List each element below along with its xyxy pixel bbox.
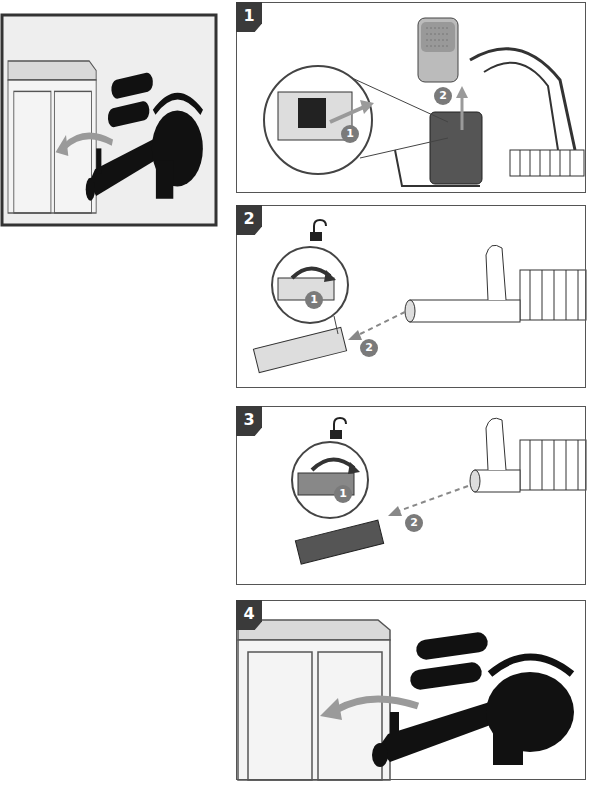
callout-circle: 2 bbox=[434, 87, 452, 105]
callout-circle: 1 bbox=[334, 485, 352, 503]
step-number: 3 bbox=[236, 406, 262, 436]
step-panel: 3 1 2 bbox=[236, 406, 586, 585]
callout-circle: 2 bbox=[405, 514, 423, 532]
callout-number: 1 bbox=[346, 127, 354, 140]
callout-circle: 1 bbox=[341, 125, 359, 143]
callout-circle: 1 bbox=[305, 291, 323, 309]
step-number: 4 bbox=[236, 600, 262, 630]
callout-number: 2 bbox=[439, 89, 447, 102]
step-number: 1 bbox=[236, 2, 262, 32]
callout-circle: 2 bbox=[360, 339, 378, 357]
callout-number: 2 bbox=[410, 516, 418, 529]
callout-number: 1 bbox=[339, 487, 347, 500]
callout-number: 1 bbox=[310, 293, 318, 306]
step-panel: 4 bbox=[236, 600, 586, 780]
step-panel: 1 1 2 bbox=[236, 2, 586, 193]
step-number: 2 bbox=[236, 205, 262, 235]
step-panel: 2 1 2 bbox=[236, 205, 586, 388]
callout-number: 2 bbox=[365, 341, 373, 354]
